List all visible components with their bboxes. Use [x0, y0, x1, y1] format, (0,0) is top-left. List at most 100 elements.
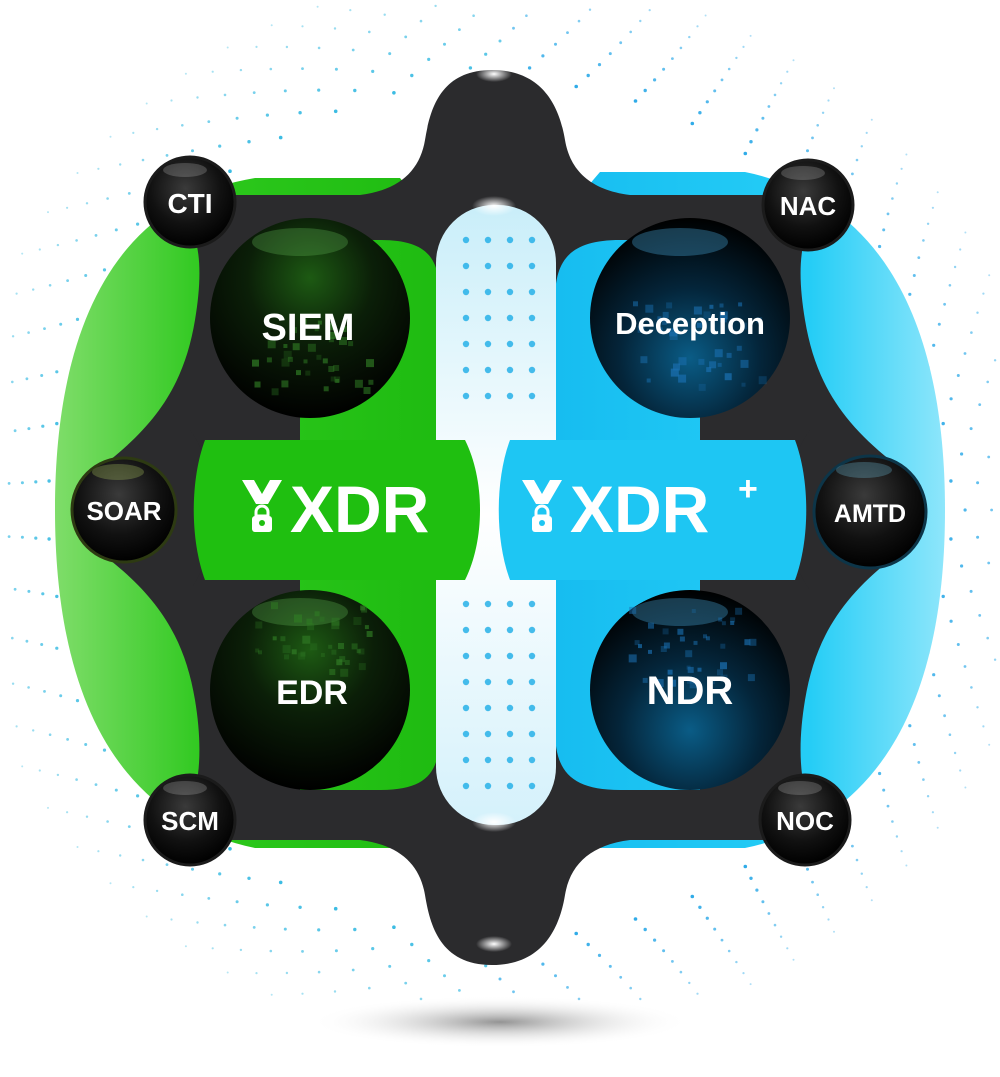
halo-dot: [976, 535, 980, 539]
halo-dot: [895, 835, 899, 838]
halo-dot: [472, 14, 475, 17]
halo-dot: [948, 284, 952, 287]
sphere-pixel: [366, 631, 373, 637]
halo-dot: [165, 863, 169, 866]
sphere-pixel: [698, 383, 706, 391]
halo-dot: [468, 66, 473, 70]
capsule-dot: [484, 756, 492, 764]
halo-dot: [932, 673, 936, 677]
halo-dot: [969, 427, 973, 431]
halo-dot: [13, 587, 17, 591]
sphere-pixel: [368, 379, 374, 385]
halo-dot: [988, 743, 991, 746]
halo-dot: [574, 931, 578, 936]
sphere-pixel: [697, 667, 702, 672]
halo-dot: [40, 643, 44, 646]
sphere-pixel: [637, 325, 645, 333]
halo-dot: [767, 105, 771, 108]
sphere-pixel: [648, 649, 652, 654]
halo-dot: [132, 131, 135, 134]
halo-dot: [643, 927, 647, 932]
sphere-pixel: [642, 677, 648, 683]
capsule-dot: [484, 392, 492, 400]
halo-dot: [43, 690, 46, 693]
sphere-pixel: [326, 323, 334, 331]
halo-dot: [749, 140, 753, 144]
halo-dot: [333, 27, 337, 30]
halo-dot: [743, 864, 748, 869]
sphere-pixel: [331, 649, 337, 655]
halo-dot: [419, 19, 423, 23]
halo-dot: [953, 751, 957, 755]
sphere-pixel: [335, 378, 340, 383]
sphere-pixel: [314, 327, 319, 332]
halo-dot: [27, 427, 31, 431]
halo-dot: [959, 248, 962, 251]
glow-top-outer: [476, 66, 512, 82]
halo-dot: [993, 359, 997, 362]
capsule-dot: [528, 652, 536, 660]
halo-dot: [960, 452, 964, 456]
halo-dot: [155, 127, 159, 131]
edr-label: EDR: [276, 674, 348, 712]
amtd-label: AMTD: [834, 500, 906, 528]
halo-dot: [392, 91, 396, 95]
capsule-dot: [484, 340, 492, 348]
halo-dot: [32, 288, 35, 291]
halo-dot: [55, 421, 59, 426]
sphere-pixel: [283, 344, 288, 348]
halo-dot: [727, 67, 731, 71]
sphere-pixel: [331, 621, 340, 630]
halo-dot: [255, 45, 258, 49]
halo-dot: [936, 826, 939, 829]
capsule-dot: [506, 392, 514, 400]
halo-dot: [228, 169, 232, 173]
halo-dot: [878, 771, 882, 776]
halo-dot: [908, 292, 912, 296]
sphere-pixel: [633, 301, 638, 307]
capsule-dot: [506, 782, 514, 790]
lock-y-icon: [242, 480, 282, 532]
halo-dot: [671, 57, 674, 60]
halo-dot: [786, 947, 789, 950]
halo-dot: [900, 167, 903, 170]
capsule-dot: [528, 626, 536, 634]
halo-dot: [943, 714, 946, 718]
sphere-pixel: [340, 326, 347, 333]
capsule-dot: [462, 756, 470, 764]
halo-dot: [333, 109, 338, 114]
halo-dot: [184, 72, 187, 75]
sphere-pixel: [749, 638, 757, 646]
halo-dot: [353, 927, 357, 932]
halo-dot: [94, 783, 98, 786]
halo-dot: [102, 268, 107, 272]
sphere-pixel: [310, 643, 318, 651]
halo-dot: [811, 880, 814, 884]
halo-dot: [66, 206, 69, 209]
sphere-pixel: [331, 617, 340, 626]
halo-dot: [679, 46, 683, 50]
halo-dot: [207, 897, 211, 900]
halo-dot: [851, 844, 854, 848]
halo-dot: [688, 981, 691, 985]
halo-dot: [119, 854, 122, 857]
halo-dot: [317, 88, 321, 92]
halo-dot: [886, 212, 890, 216]
halo-dot: [106, 820, 109, 823]
sphere-pixel: [296, 370, 301, 376]
halo-dot: [963, 352, 967, 355]
halo-dot: [512, 26, 515, 30]
capsule-dot: [528, 704, 536, 712]
halo-dot: [976, 706, 979, 709]
halo-dot: [32, 729, 35, 732]
capsule-dot: [506, 340, 514, 348]
halo-dot: [351, 968, 355, 972]
edr-sphere: EDR: [210, 590, 410, 790]
halo-dot: [48, 284, 52, 287]
halo-dot: [170, 918, 173, 921]
halo-dot: [970, 331, 973, 334]
sphere-pixel: [319, 616, 325, 622]
capsule-dot: [484, 730, 492, 738]
ndr-label: NDR: [647, 669, 734, 713]
halo-dot: [410, 942, 414, 947]
